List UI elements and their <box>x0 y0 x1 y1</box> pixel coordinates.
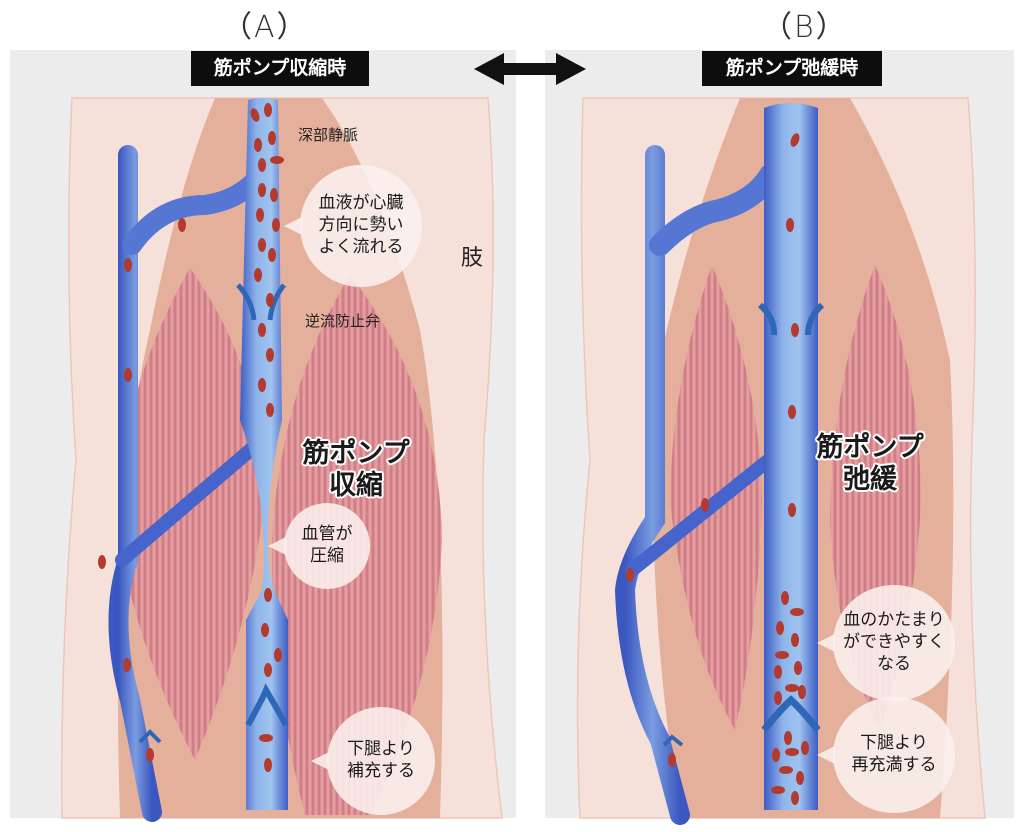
bubble-line: 血管が <box>301 524 353 545</box>
panel-b-bubble-clot: 血のかたまり ができやすく なる <box>817 585 955 701</box>
bubble-line: 再充満する <box>851 755 937 775</box>
panel-a-deep-vein <box>240 98 288 810</box>
panel-b-valve-lower <box>761 695 821 733</box>
bubble-line: 血液が心臓 <box>318 193 404 214</box>
bubble-line: 補充する <box>347 761 415 781</box>
bubble-line: 下腿より <box>347 739 415 760</box>
bubble-line: 方向に勢い <box>318 215 404 236</box>
panel-b-muscle-pump-label: 筋ポンプ 弛緩 <box>810 432 930 497</box>
bubble-line: なる <box>877 653 911 674</box>
muscle-pump-line2: 弛緩 <box>843 464 897 496</box>
panel-b-state-label: 筋ポンプ弛緩時 <box>702 51 882 86</box>
panel-a-bubble-compressed: 血管が 圧縮 <box>268 503 370 589</box>
panel-a-superficial-valve <box>138 729 162 744</box>
panel-a-title: （A） <box>222 10 309 45</box>
bubble-line: よく流れる <box>318 236 404 257</box>
panel-a-state-label: 筋ポンプ収縮時 <box>191 51 369 86</box>
panel-a-blood-cells <box>98 103 284 772</box>
muscle-pump-line1: 筋ポンプ <box>816 432 924 463</box>
panel-b-connecting-branch-lower <box>625 448 782 577</box>
panel-a-superficial-vein <box>108 145 162 822</box>
panel-b-bubble-refill: 下腿より 再充満する <box>817 697 955 813</box>
double-headed-arrow-icon <box>474 53 586 85</box>
panel-a-valve-upper <box>236 283 286 321</box>
panel-a-muscle-left <box>118 268 263 760</box>
panel-a-connecting-branch-lower <box>115 433 269 567</box>
deep-vein-label: 深部静脈 <box>298 126 359 144</box>
panel-b-title: （B） <box>762 10 848 45</box>
bubble-line: 血のかたまり <box>843 610 945 631</box>
muscle-pump-line2: 収縮 <box>329 470 383 502</box>
panel-a-valve-lower <box>245 683 289 727</box>
panel-b-connecting-branch-upper <box>649 164 781 256</box>
bubble-line: 圧縮 <box>310 546 344 566</box>
panel-a-illustration <box>61 97 503 822</box>
panel-b-blood-cells <box>626 133 809 805</box>
panel-a-muscle-pump-label: 筋ポンプ 収縮 <box>296 438 416 503</box>
panel-a-bubble-refill: 下腿より 補充する <box>311 707 435 815</box>
panel-b-superficial-vein <box>614 145 690 825</box>
bubble-line: 下腿より <box>860 733 928 754</box>
panel-a-bubble-flow: 血液が心臓 方向に勢い よく流れる <box>284 165 422 287</box>
valve-label: 逆流防止弁 <box>305 312 381 330</box>
limb-label: 肢 <box>461 246 484 271</box>
bubble-line: ができやすく <box>843 632 945 653</box>
muscle-pump-line1: 筋ポンプ <box>302 438 410 469</box>
panel-b-valve-upper <box>757 302 825 336</box>
panel-b-superficial-valve <box>662 734 684 747</box>
